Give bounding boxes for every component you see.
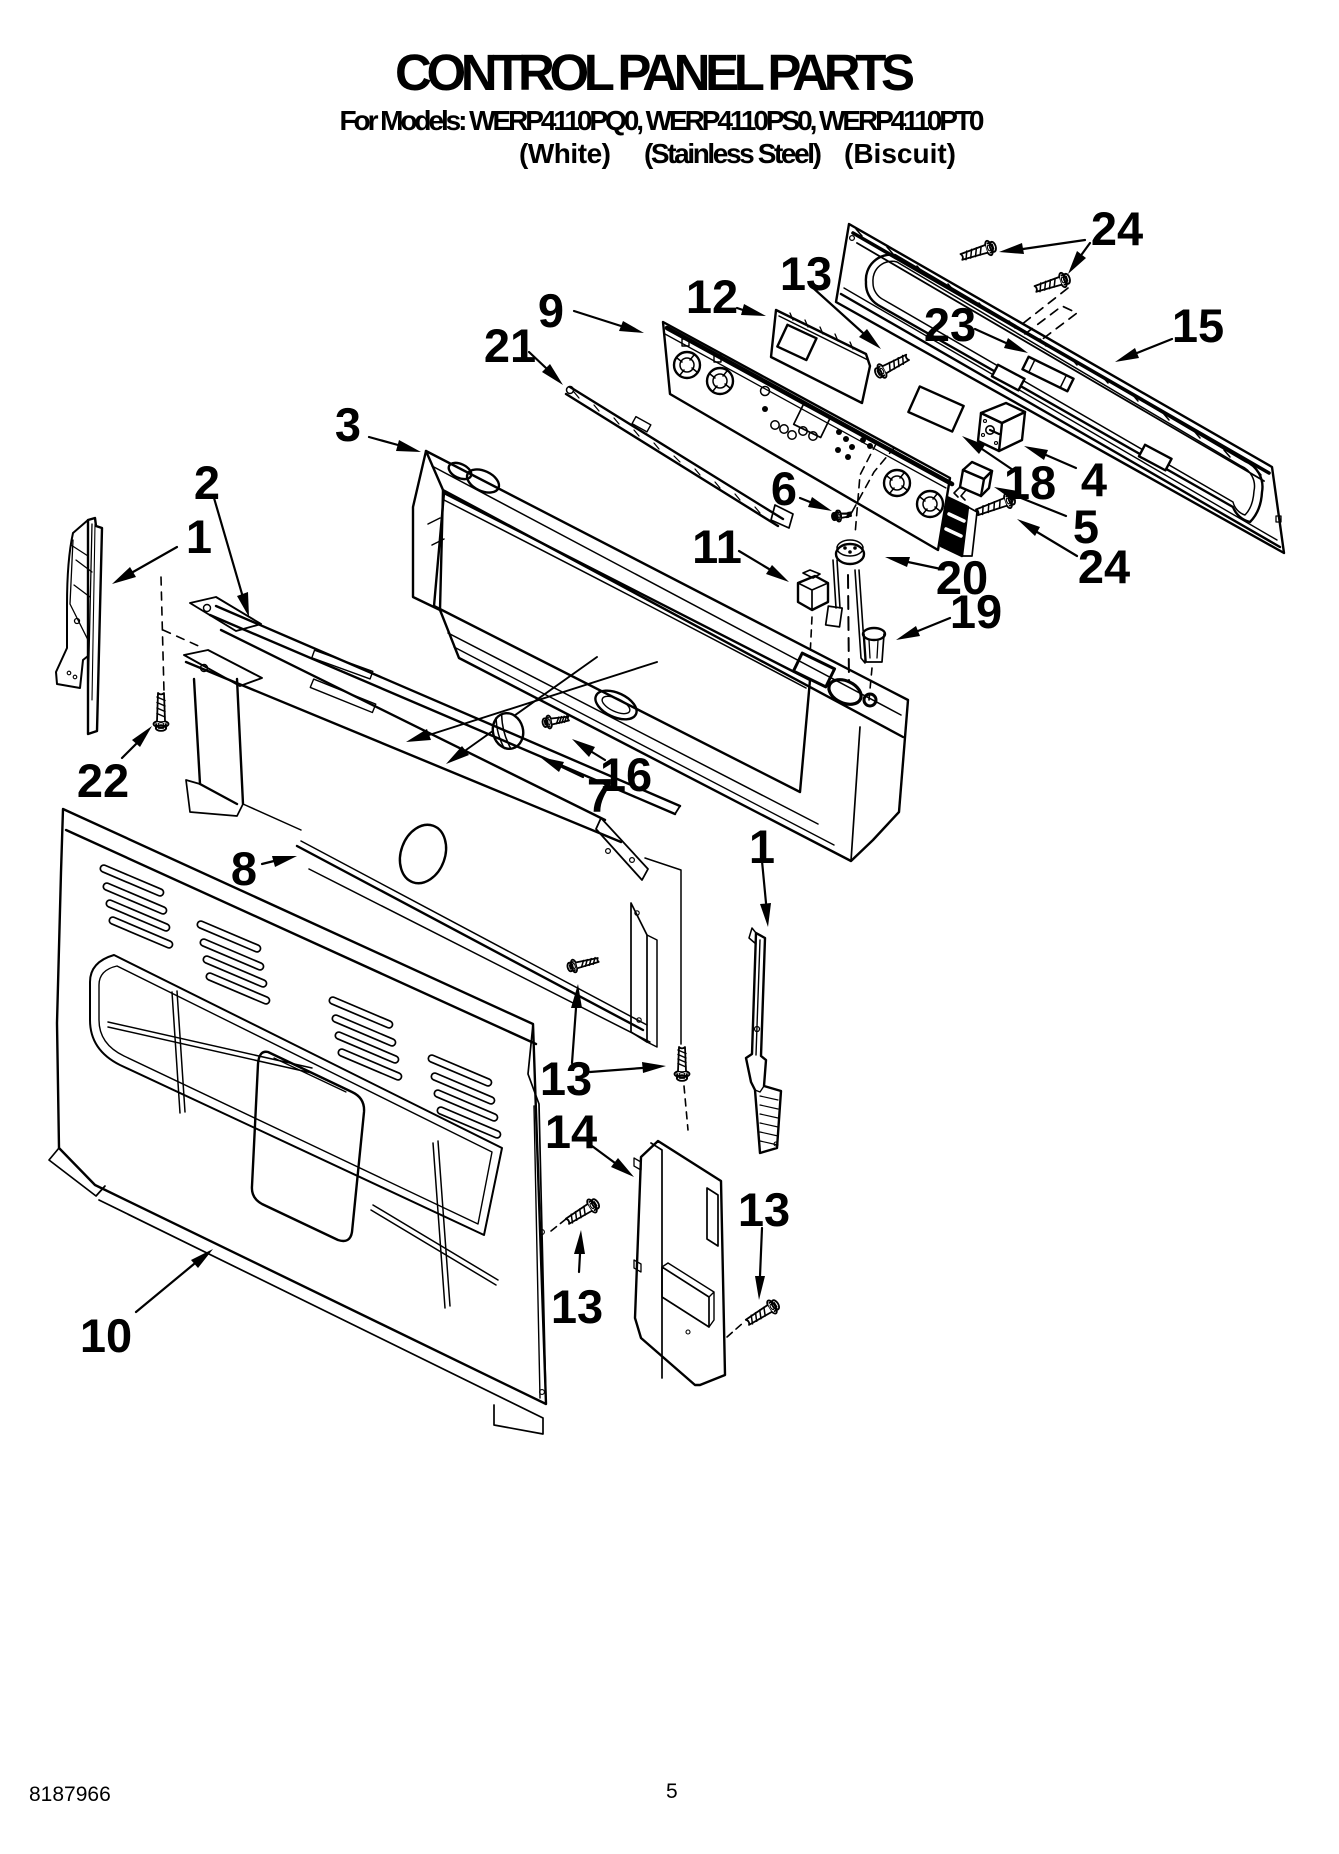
- svg-text:(Stainless Steel): (Stainless Steel): [644, 138, 822, 169]
- svg-text:8187966: 8187966: [29, 1783, 111, 1806]
- svg-text:5: 5: [666, 1780, 678, 1803]
- svg-text:20: 20: [936, 551, 988, 604]
- svg-text:8: 8: [231, 842, 257, 895]
- svg-text:9: 9: [538, 284, 564, 337]
- svg-text:14: 14: [545, 1105, 597, 1158]
- svg-text:3: 3: [335, 398, 361, 451]
- svg-text:(Biscuit): (Biscuit): [844, 138, 956, 169]
- svg-text:(White): (White): [519, 138, 611, 169]
- svg-text:22: 22: [77, 754, 129, 807]
- svg-text:19: 19: [950, 585, 1002, 638]
- svg-text:15: 15: [1172, 299, 1224, 352]
- svg-text:5: 5: [1073, 500, 1099, 553]
- svg-text:13: 13: [540, 1052, 592, 1105]
- svg-text:2: 2: [194, 456, 220, 509]
- svg-text:13: 13: [738, 1183, 790, 1236]
- svg-text:12: 12: [686, 270, 738, 323]
- svg-text:1: 1: [186, 510, 212, 563]
- svg-text:10: 10: [80, 1309, 132, 1362]
- svg-text:21: 21: [484, 319, 536, 372]
- svg-text:24: 24: [1091, 202, 1143, 255]
- svg-text:24: 24: [1078, 540, 1130, 593]
- svg-text:11: 11: [692, 520, 742, 573]
- svg-text:13: 13: [780, 247, 832, 300]
- svg-text:CONTROL PANEL PARTS: CONTROL PANEL PARTS: [395, 44, 915, 101]
- svg-text:23: 23: [924, 298, 976, 351]
- svg-text:For Models: WERP4110PQ0, WERP4: For Models: WERP4110PQ0, WERP4110PS0, WE…: [340, 105, 985, 136]
- svg-text:4: 4: [1081, 453, 1107, 506]
- svg-text:13: 13: [551, 1280, 603, 1333]
